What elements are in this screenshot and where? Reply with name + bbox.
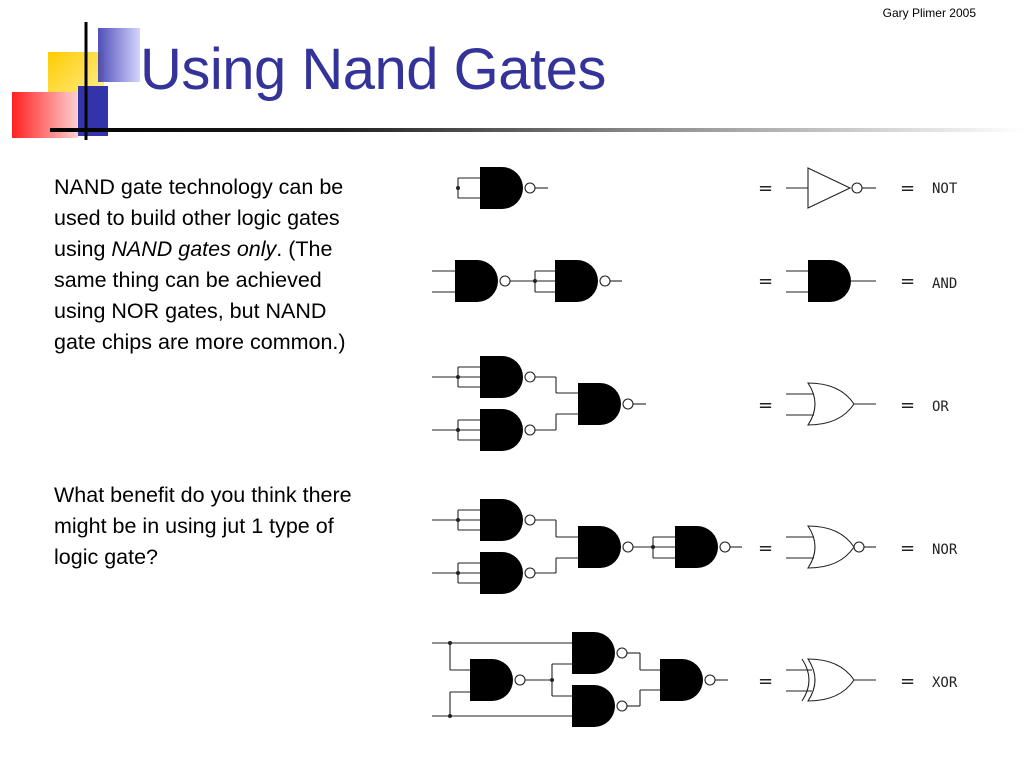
equals-sign: = [758,395,773,416]
nand-gate [432,260,555,302]
nand-gate [572,685,660,727]
equals-sign: = [900,271,915,292]
equals-sign: = [900,395,915,416]
equals-sign: = [758,538,773,559]
xor-row: = = XOR [432,632,958,727]
question-paragraph: What benefit do you think there might be… [54,483,352,569]
nand-gate [470,659,572,701]
intro-text-emphasis: NAND gates only [111,237,277,261]
xor-gate-symbol [786,658,876,702]
equals-sign: = [900,538,915,559]
gate-label-not: NOT [932,181,958,197]
not-gate-symbol [786,167,876,209]
nand-gate [578,383,646,425]
slide-title: Using Nand Gates [140,37,606,102]
gate-label-xor: XOR [932,675,958,691]
nand-gate [660,659,728,701]
equals-sign: = [900,671,915,692]
equals-sign: = [758,671,773,692]
nand-gate [651,526,742,568]
nand-gate [432,356,578,398]
nor-gate-symbol [786,525,876,569]
equals-sign: = [758,271,773,292]
title-divider [50,128,1024,132]
nand-gate [432,552,578,594]
decorative-logo [12,22,140,140]
nor-row: = = NOR [432,499,958,594]
gate-label-and: AND [932,276,957,292]
gate-label-or: OR [932,399,949,415]
or-gate-symbol [786,382,876,426]
nand-gate [432,499,578,541]
intro-text-part2: . (The same thing can be achieved using … [54,237,346,354]
author-credit: Gary Plimer 2005 [882,6,976,20]
intro-text-part1: NAND gate technology can be used to buil… [54,175,344,261]
intro-paragraph: NAND gate technology can be used to buil… [54,172,374,358]
not-row: = = NOT [456,167,958,209]
nand-gate [432,409,578,451]
equals-sign: = [758,178,773,199]
gate-label-nor: NOR [932,542,958,558]
and-gate-symbol [786,260,876,302]
nand-gate [572,632,660,674]
nand-gate [578,526,675,568]
nand-gate [456,167,548,209]
and-row: = = AND [432,260,957,302]
or-row: = = OR [432,356,949,451]
equals-sign: = [900,178,915,199]
nand-gate [533,260,622,302]
